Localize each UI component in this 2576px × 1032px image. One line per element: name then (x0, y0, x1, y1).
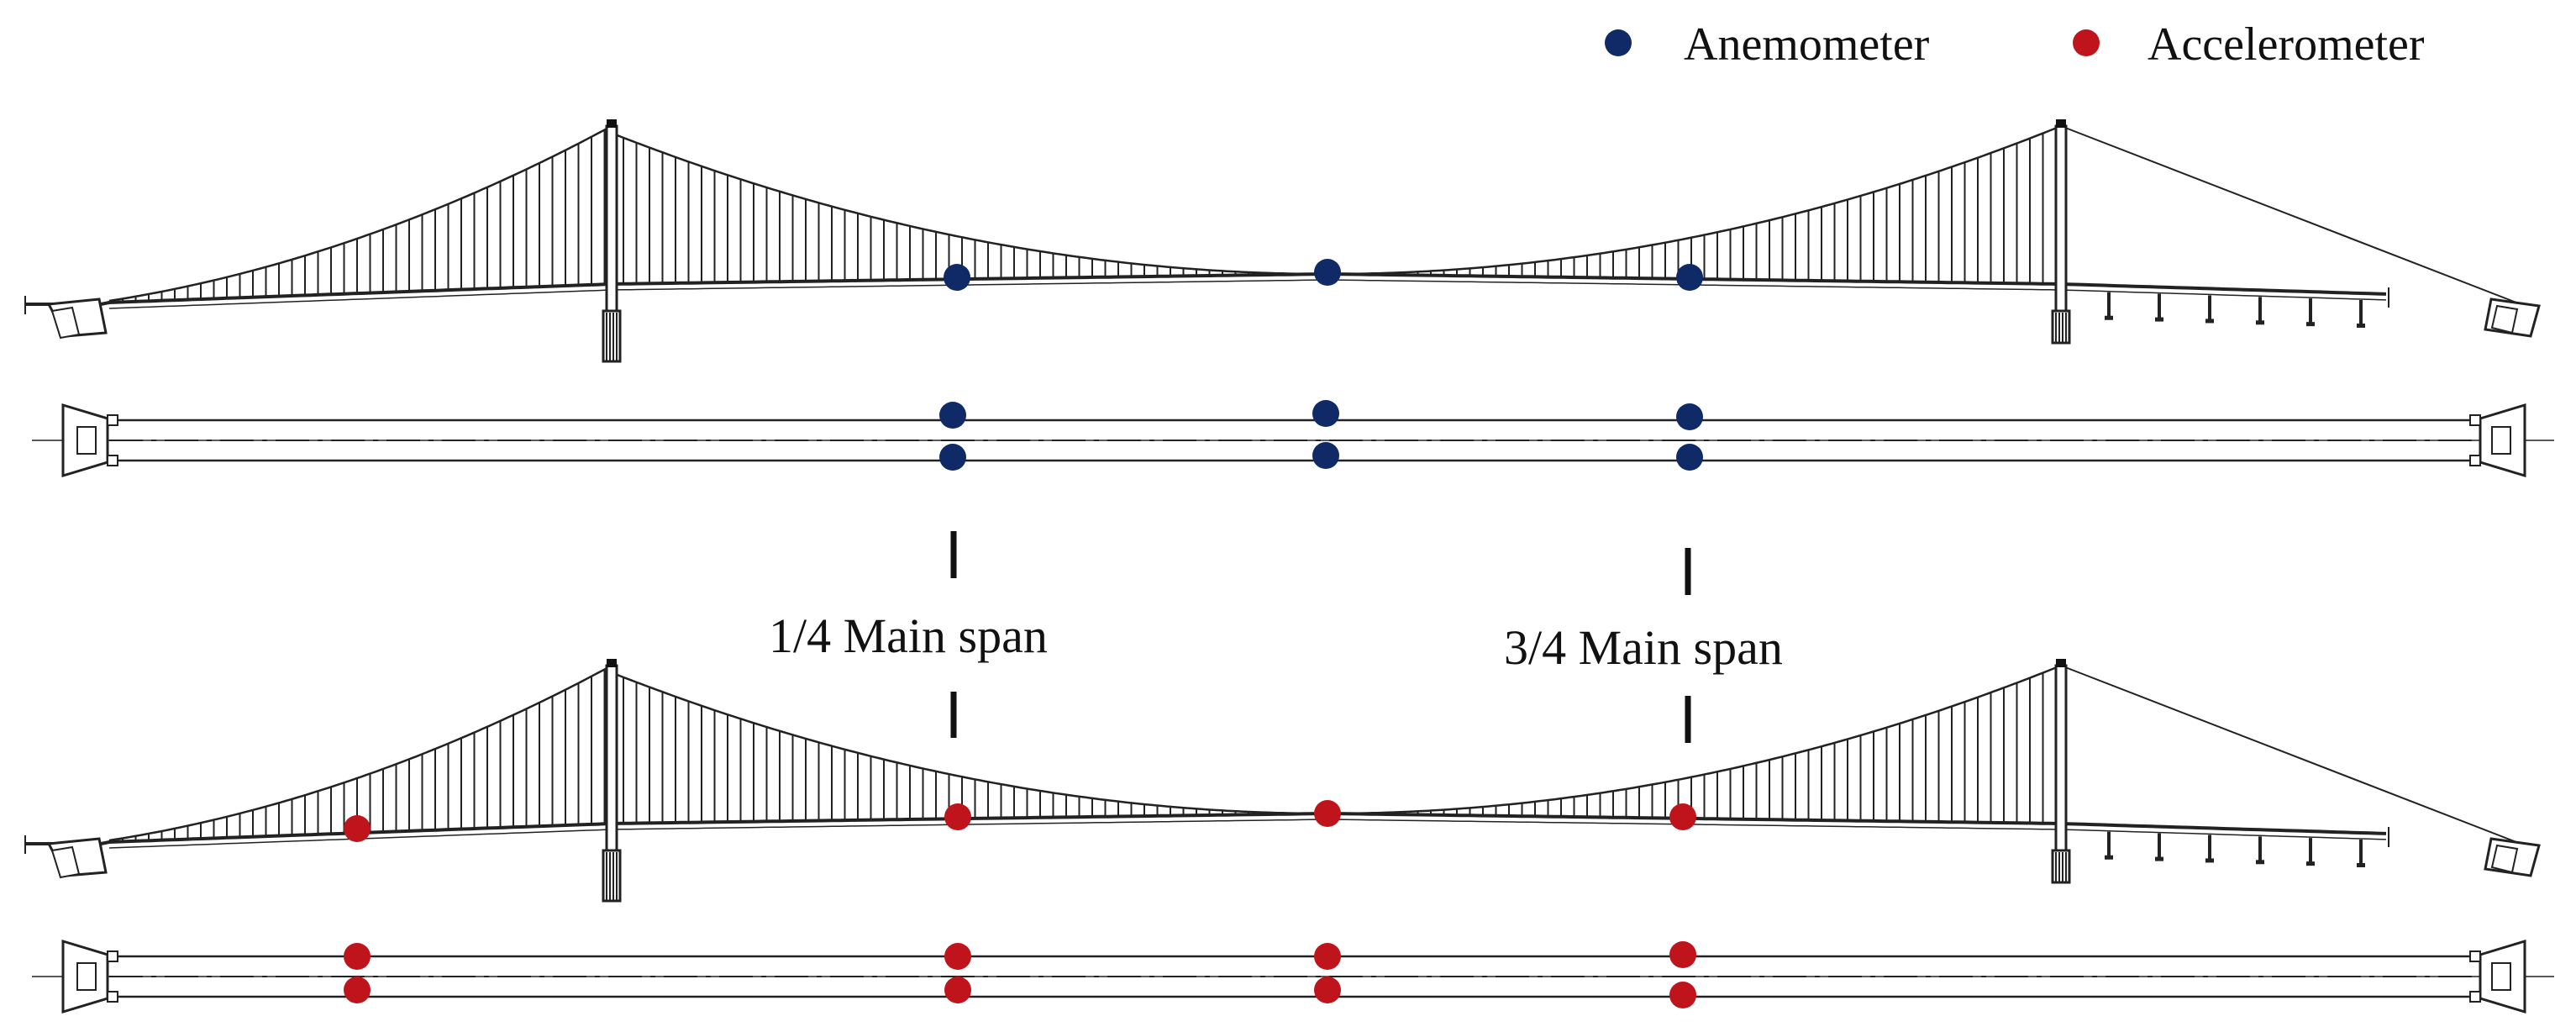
pier-cap (2105, 315, 2113, 320)
deck-girder (25, 271, 2387, 306)
tower-saddle-2 (2056, 659, 2066, 667)
plan-left-bearing-top (107, 950, 118, 962)
right-anchorage-block (2490, 844, 2519, 874)
tower-1 (605, 664, 618, 852)
legend: Anemometer Accelerometer (1605, 18, 2425, 71)
pier-cap (2155, 856, 2163, 861)
tower-saddle-1 (607, 119, 617, 128)
accelerometer-plan-mid-top (1314, 943, 1341, 970)
tower-1 (605, 124, 618, 313)
left-anchorage-block (50, 306, 81, 340)
plan-right-anchor-box (2491, 426, 2511, 455)
backstay-cable (2060, 125, 2517, 303)
anemometer-elevation-three-quarter-span (1676, 264, 1703, 291)
three-quarter-span-label: 3/4 Main span (1504, 620, 1783, 675)
anemometer-plan-mid-top (1312, 400, 1339, 427)
accelerometer-elevation-quarter-span (944, 803, 971, 830)
elevation-view-accelerometers (24, 659, 2541, 903)
pier-cap (2205, 319, 2214, 324)
plan-left-anchor-box (76, 426, 97, 455)
pier-cap (2155, 317, 2163, 322)
anemometer-elevation-mid-span (1314, 259, 1341, 286)
plan-view-anemometers (32, 400, 2554, 478)
accelerometer-plan-quarter-top (944, 943, 971, 970)
tower-saddle-2 (2056, 119, 2066, 128)
elevation-view-anemometers (24, 119, 2541, 363)
tower-2 (2054, 664, 2068, 852)
legend-anemometer-marker (1605, 29, 1632, 56)
anemometer-plan-quarter-bottom (939, 444, 966, 471)
pier-cap (2256, 860, 2264, 865)
pier-cap (2256, 320, 2264, 325)
plan-right-bearing-bottom (2469, 991, 2481, 1003)
main-cable-side (108, 127, 609, 303)
accelerometer-plan-three-quarter-top (1669, 941, 1696, 968)
plan-right-anchor-box (2491, 962, 2511, 991)
right-anchorage-block (2490, 304, 2519, 334)
legend-accelerometer-label: Accelerometer (2148, 18, 2425, 71)
left-anchorage-block (50, 845, 81, 879)
accelerometer-elevation-three-quarter-span (1669, 803, 1696, 830)
accelerometer-elevation-side-span (344, 815, 371, 842)
anemometer-plan-quarter-top (939, 402, 966, 429)
pier-cap (2306, 861, 2315, 866)
pier-cap (2357, 323, 2365, 328)
anemometer-plan-three-quarter-top (1676, 403, 1703, 430)
accelerometer-plan-side-bottom (344, 977, 371, 1003)
pier-cap (2357, 862, 2365, 867)
tower-2 (2054, 124, 2068, 313)
main-cable-main-span (611, 126, 2059, 276)
quarter-span-label: 1/4 Main span (769, 608, 1048, 663)
deck-girder (25, 811, 2387, 845)
accelerometer-plan-three-quarter-bottom (1669, 982, 1696, 1008)
anemometer-plan-three-quarter-bottom (1676, 444, 1703, 471)
main-cable-main-span (611, 666, 2059, 815)
plan-left-bearing-bottom (107, 991, 118, 1003)
accelerometer-plan-quarter-bottom (944, 977, 971, 1003)
tower-saddle-1 (607, 659, 617, 667)
accelerometer-plan-mid-bottom (1314, 977, 1341, 1003)
main-cable-side (108, 666, 609, 842)
plan-right-bearing-top (2469, 414, 2481, 426)
plan-right-bearing-top (2469, 950, 2481, 962)
pier-cap (2306, 322, 2315, 327)
pier-cap (2105, 855, 2113, 860)
backstay-cable (2060, 665, 2517, 843)
anemometer-plan-mid-bottom (1312, 442, 1339, 469)
deck-girder-bottom (108, 819, 2387, 849)
pier-cap (2205, 858, 2214, 863)
plan-left-bearing-top (107, 414, 118, 426)
legend-accelerometer-marker (2073, 29, 2100, 56)
deck-girder-bottom (108, 279, 2387, 309)
accelerometer-plan-side-top (344, 943, 371, 970)
span-markers: 1/4 Main span 3/4 Main span (769, 531, 1783, 743)
accelerometer-elevation-mid-span (1314, 800, 1341, 827)
plan-left-anchor-box (76, 962, 97, 991)
anemometer-elevation-quarter-span (944, 264, 970, 291)
plan-right-bearing-bottom (2469, 455, 2481, 466)
legend-anemometer-label: Anemometer (1684, 18, 1930, 71)
plan-left-bearing-bottom (107, 455, 118, 466)
plan-view-accelerometers (32, 939, 2554, 1014)
